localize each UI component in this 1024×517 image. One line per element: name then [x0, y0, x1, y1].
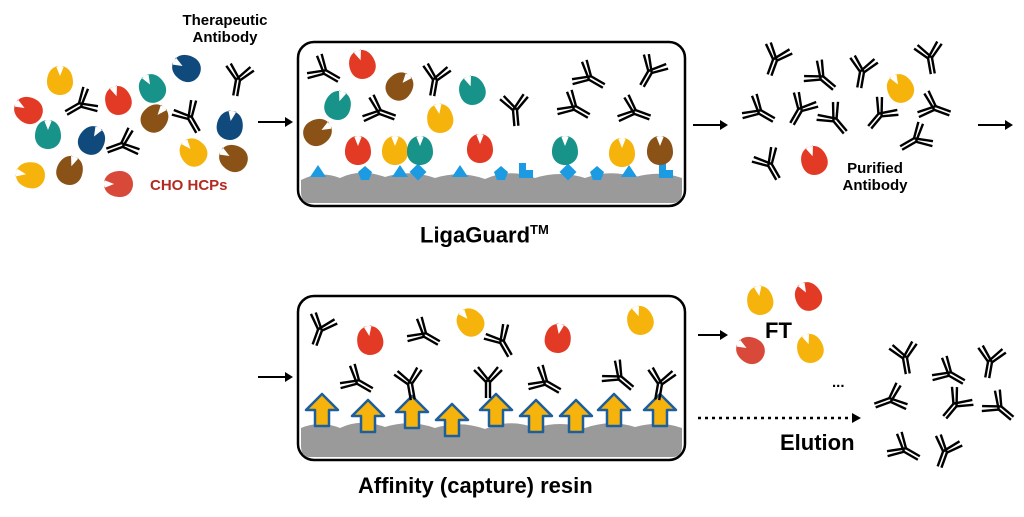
hcp-protein	[47, 66, 73, 95]
ft-label: FT	[765, 318, 792, 343]
eluted-antibody-cluster	[868, 339, 1023, 474]
hcp-protein	[52, 152, 88, 189]
hcp-protein	[35, 120, 61, 149]
hcp-protein	[104, 171, 133, 197]
cho-hcps-label: CHO HCPs	[150, 177, 228, 194]
affinity-resin-label: Affinity (capture) resin	[358, 473, 593, 498]
hcp-protein	[133, 69, 171, 108]
ligaguard-text: LigaGuard	[420, 222, 531, 248]
elution-label: Elution	[780, 430, 855, 455]
antibody-icon	[220, 61, 256, 100]
hcp-protein	[214, 108, 246, 143]
hcp-protein	[174, 132, 213, 172]
affinity-column	[296, 294, 687, 462]
ligaguard-trademark: TM	[530, 222, 549, 237]
hcp-protein	[214, 139, 253, 177]
antibody-icon	[100, 125, 143, 165]
resin-bed	[301, 172, 682, 203]
hcp-protein	[135, 98, 174, 138]
feed-mixture	[9, 49, 256, 197]
purified-antibody-text: Purified Antibody	[842, 160, 908, 194]
hcp-protein	[100, 82, 136, 119]
ligaguard-column	[296, 40, 687, 208]
ellipsis-label: ...	[832, 374, 845, 391]
hcp-protein	[13, 159, 48, 191]
ligaguard-ligands	[310, 163, 673, 181]
therapeutic-antibody-label: Therapeutic Antibody	[170, 12, 280, 46]
ligaguard-label: LigaGuardTM	[420, 222, 549, 248]
purified-antibody-label: Purified Antibody	[830, 160, 920, 194]
hcp-protein	[73, 121, 111, 160]
hcp-protein	[167, 49, 206, 87]
antibody-icon	[169, 96, 212, 141]
resin-bed	[301, 422, 682, 457]
therapeutic-antibody-text: Therapeutic Antibody	[182, 12, 268, 46]
